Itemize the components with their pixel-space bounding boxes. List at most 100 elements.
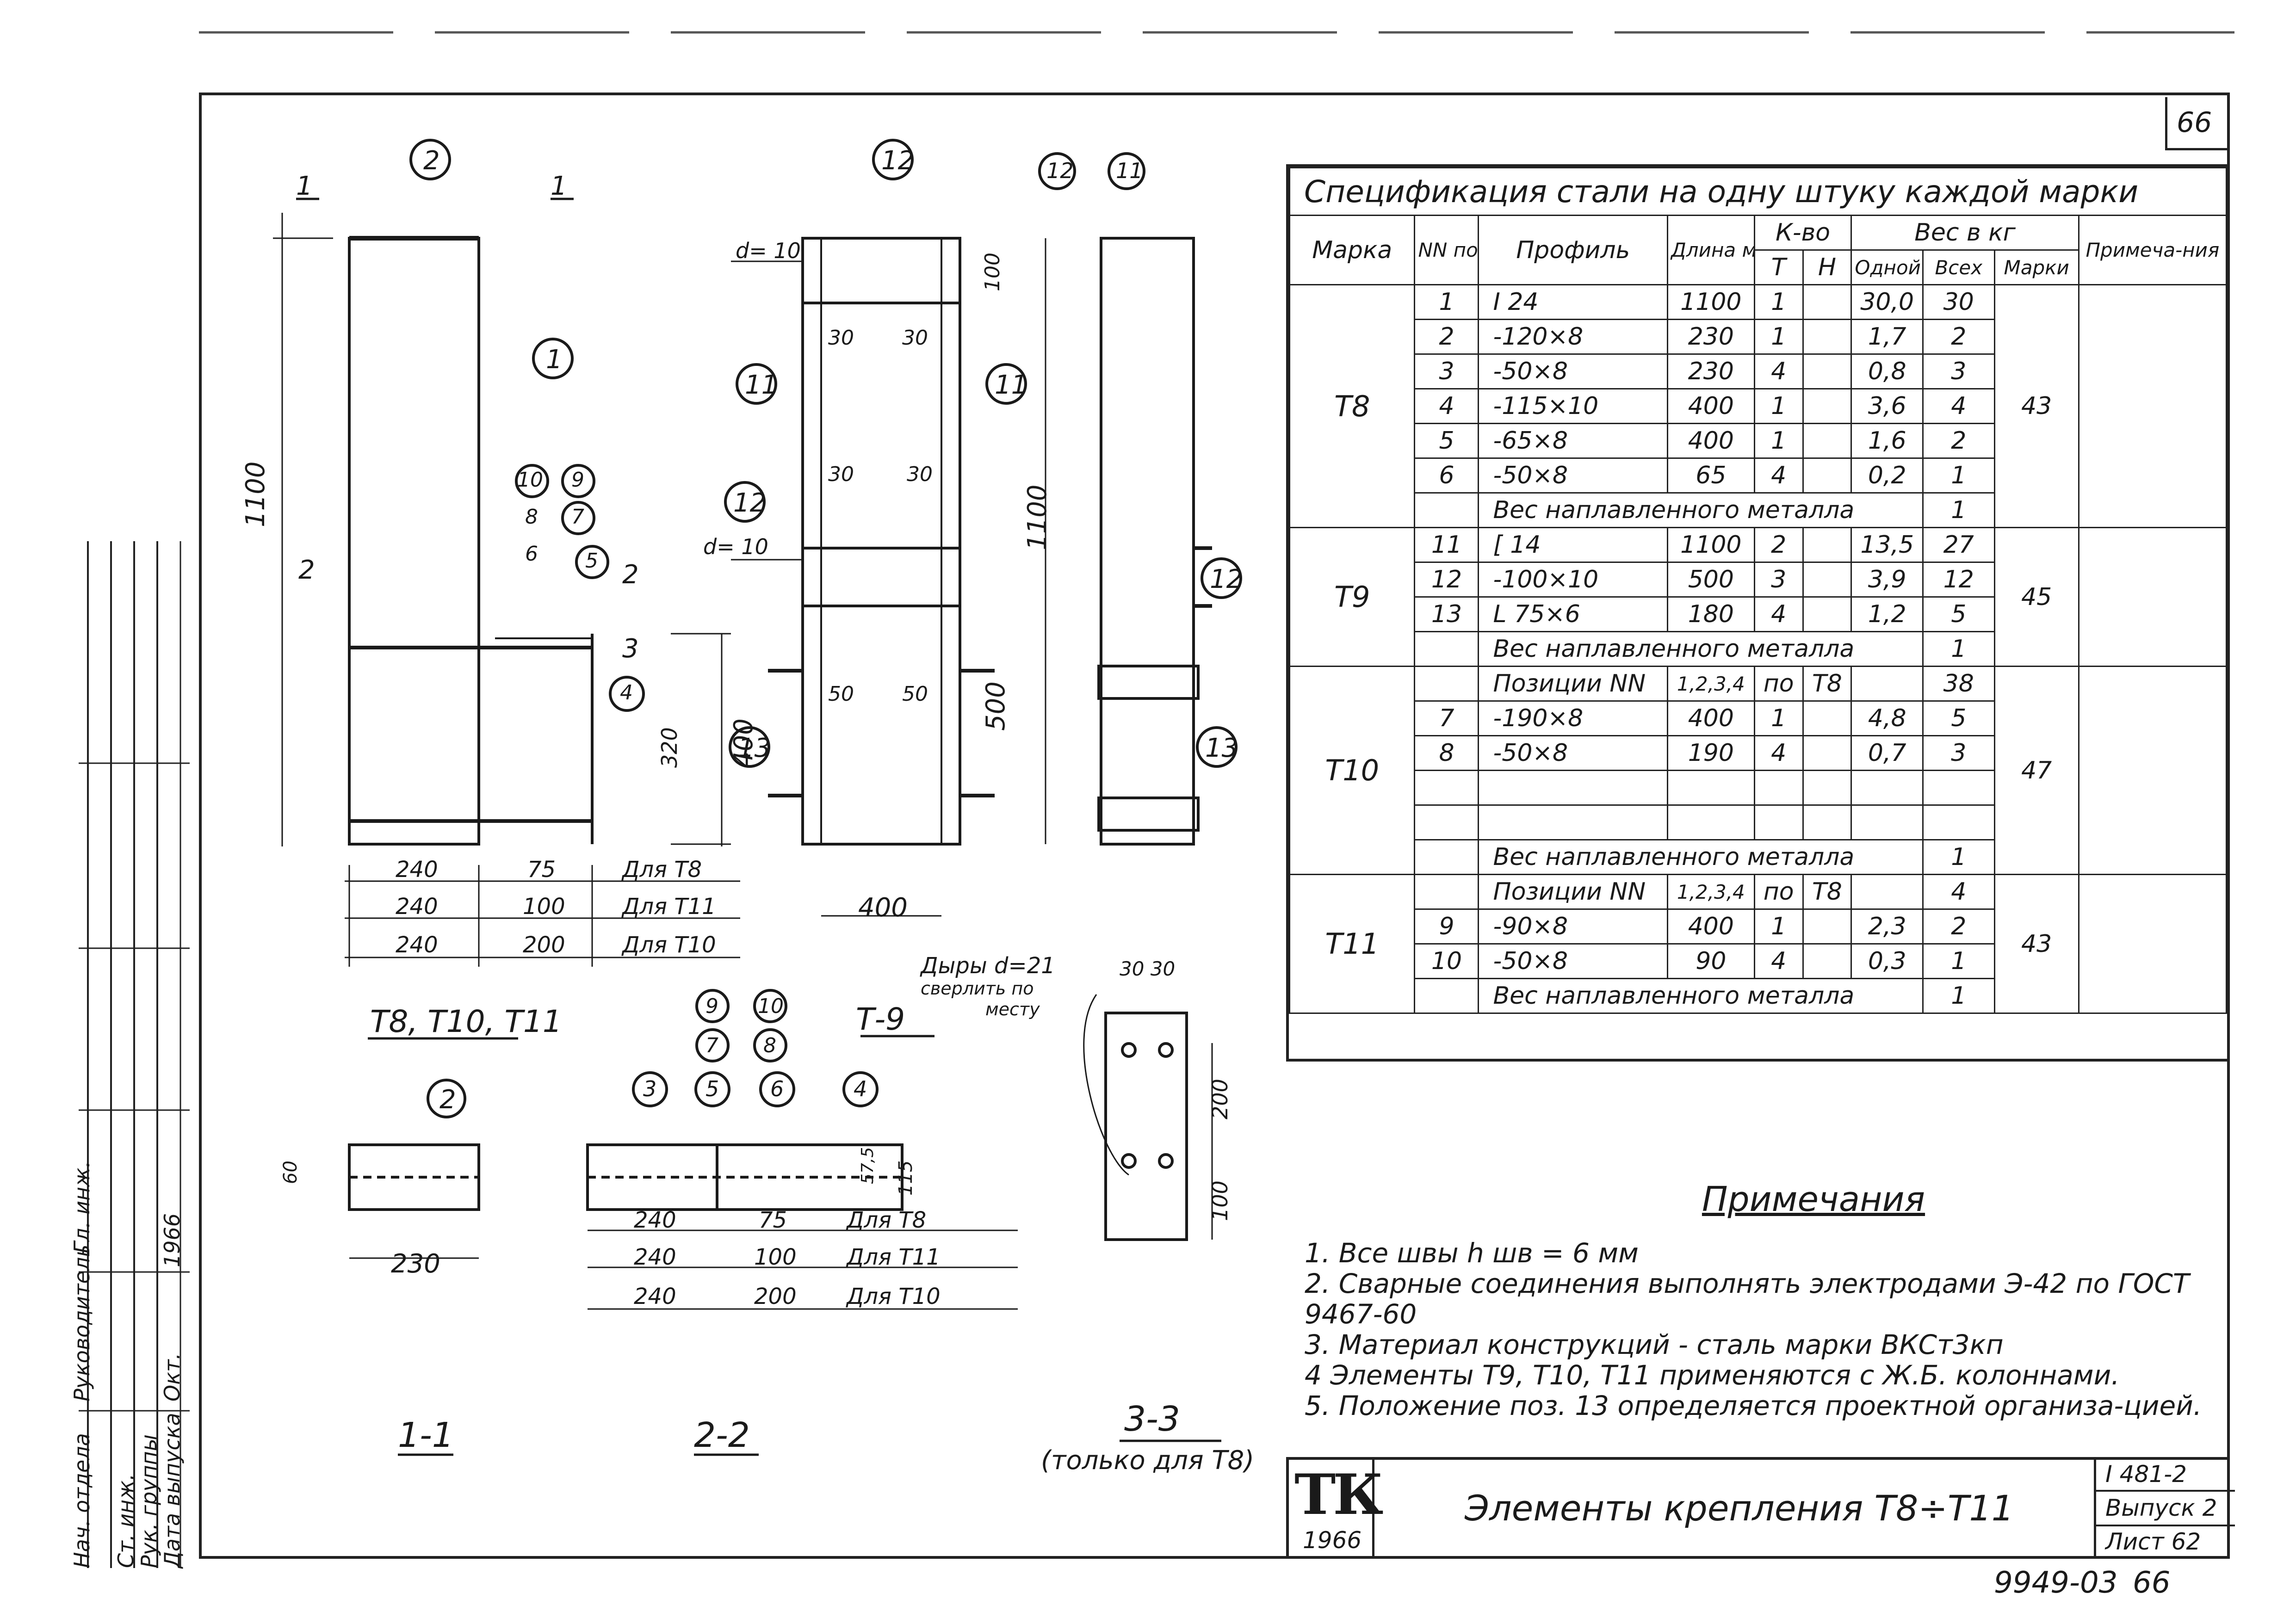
cell-one: 0,8 [1850, 353, 1924, 389]
table-row: Вес наплавленного металла 1 [1290, 492, 2227, 528]
cell-note [2078, 874, 2228, 1014]
callout-4: 4 [620, 681, 633, 704]
dim-cell: 240 [634, 1244, 676, 1270]
table-row [1290, 770, 2227, 806]
cell-profile: -120×8 [1478, 319, 1668, 355]
cell-t: 1 [1753, 908, 1804, 945]
callout-9: 9 [706, 994, 718, 1018]
doc-code: 9949-03 [1994, 1566, 2118, 1600]
table-row: 13 L 75×6 180 4 1,2 5 [1290, 596, 2227, 632]
dim-500: 500 [981, 681, 1011, 731]
dim-cell: Для Т11 [622, 894, 716, 920]
lead-ref: Т8 [1802, 666, 1852, 702]
cell-profile: -100×10 [1478, 562, 1668, 598]
callout-10: 10 [758, 994, 784, 1018]
dim-57-5: 57,5 [858, 1147, 877, 1184]
callout-11: 11 [1116, 158, 1143, 183]
hdr-w-mark: Марки [1993, 249, 2079, 285]
table-row: Вес наплавленного металла 1 [1290, 978, 2227, 1014]
callout-5: 5 [585, 549, 598, 573]
dim-100: 100 [1207, 1180, 1232, 1221]
hdr-w-one: Одной поз [1850, 249, 1924, 285]
top-dashed-line [199, 31, 2234, 34]
issue: Выпуск 2 [2105, 1494, 2217, 1521]
lead-ref: Т8 [1802, 874, 1852, 910]
cell-n [1802, 319, 1852, 355]
cell-length: 190 [1666, 735, 1755, 771]
dim-50: 50 [828, 682, 854, 706]
cell-one: 4,8 [1850, 700, 1924, 736]
mark-cell: Т9 [1288, 527, 1416, 667]
cell-all: 1 [1922, 943, 1995, 979]
cell-pos: 9 [1414, 908, 1479, 945]
dim-cell: 100 [754, 1244, 797, 1270]
table-row: Т9 11 [ 14 1100 2 13,5 27 45 [1288, 527, 2228, 667]
view-label-t8: Т8, Т10, Т11 [370, 1004, 562, 1039]
cell-n [1802, 943, 1852, 979]
callout-2: 2 [439, 1085, 456, 1115]
cell-pos: 4 [1414, 388, 1479, 424]
cell-length: 400 [1666, 700, 1755, 736]
cell-length: 65 [1666, 457, 1755, 494]
cell-one: 3,6 [1850, 388, 1924, 424]
callout-12: 12 [733, 488, 767, 518]
dim-1100: 1100 [1022, 484, 1052, 550]
table-row: 6 -50×8 65 4 0,2 1 [1290, 457, 2227, 494]
hdr-qty-t: Т [1753, 249, 1804, 285]
cell-profile: I 24 [1478, 284, 1668, 320]
table-row: 8 -50×8 190 4 0,7 3 [1290, 735, 2227, 771]
callout-13: 13 [738, 733, 771, 763]
cell-all: 4 [1922, 388, 1995, 424]
cell-n [1802, 735, 1852, 771]
cell-note [2078, 284, 2228, 528]
dim-cell: Для Т8 [847, 1207, 927, 1233]
mark-weight: 45 [1993, 527, 2079, 667]
cell-t: 4 [1753, 457, 1804, 494]
section-mark-1: 1 [296, 171, 313, 201]
cell-n [1802, 596, 1852, 632]
cell-one: 1,6 [1850, 423, 1924, 459]
page-number: 66 [2177, 106, 2212, 139]
callout-12: 12 [1210, 564, 1243, 594]
cell-pos: 1 [1414, 284, 1479, 320]
cell-length: 230 [1666, 319, 1755, 355]
cell-t: 1 [1753, 423, 1804, 459]
table-row: 2 -120×8 230 1 1,7 2 [1290, 319, 2227, 355]
cell-pos: 13 [1414, 596, 1479, 632]
dim-400: 400 [729, 718, 759, 768]
cell-one: 3,9 [1850, 562, 1924, 598]
cell-n [1802, 562, 1852, 598]
page-number-box: 66 [2165, 97, 2228, 150]
cell-all: 12 [1922, 562, 1995, 598]
weld-row: Вес наплавленного металла [1478, 631, 1924, 667]
dim-50: 50 [902, 682, 928, 706]
dim-cell: 75 [527, 857, 556, 883]
cell-t: 1 [1753, 284, 1804, 320]
cell-n [1802, 457, 1852, 494]
note-item: 3. Материал конструкций - сталь марки ВК… [1305, 1329, 2004, 1360]
hdr-profile: Профиль [1478, 215, 1668, 285]
cell-length: 400 [1666, 388, 1755, 424]
dim-cell: 100 [523, 894, 565, 920]
mark-cell: Т10 [1288, 666, 1416, 875]
lead-by: по [1753, 874, 1804, 910]
section-mark-1: 1 [551, 171, 567, 201]
cell-one: 2,3 [1850, 908, 1924, 945]
weld-value: 1 [1922, 978, 1995, 1014]
dim-400-bottom: 400 [858, 893, 908, 923]
dim-cell: Для Т8 [622, 857, 702, 883]
cell-all: 3 [1922, 735, 1995, 771]
cell-length: 180 [1666, 596, 1755, 632]
callout-10: 10 [517, 468, 543, 492]
cell-profile: -190×8 [1478, 700, 1668, 736]
holes-note: месту [985, 999, 1040, 1019]
cell-pos: 12 [1414, 562, 1479, 598]
hdr-qty-n: Н [1802, 249, 1852, 285]
sheet-title: Элементы крепления Т8÷Т11 [1465, 1488, 2014, 1529]
note-item: 2. Сварные соединения выполнять электрод… [1305, 1268, 2190, 1330]
cell-length: 1100 [1666, 527, 1755, 563]
doc-page: 66 [2133, 1566, 2171, 1600]
section-mark-3: 3 [622, 634, 639, 664]
cell-length: 230 [1666, 353, 1755, 389]
